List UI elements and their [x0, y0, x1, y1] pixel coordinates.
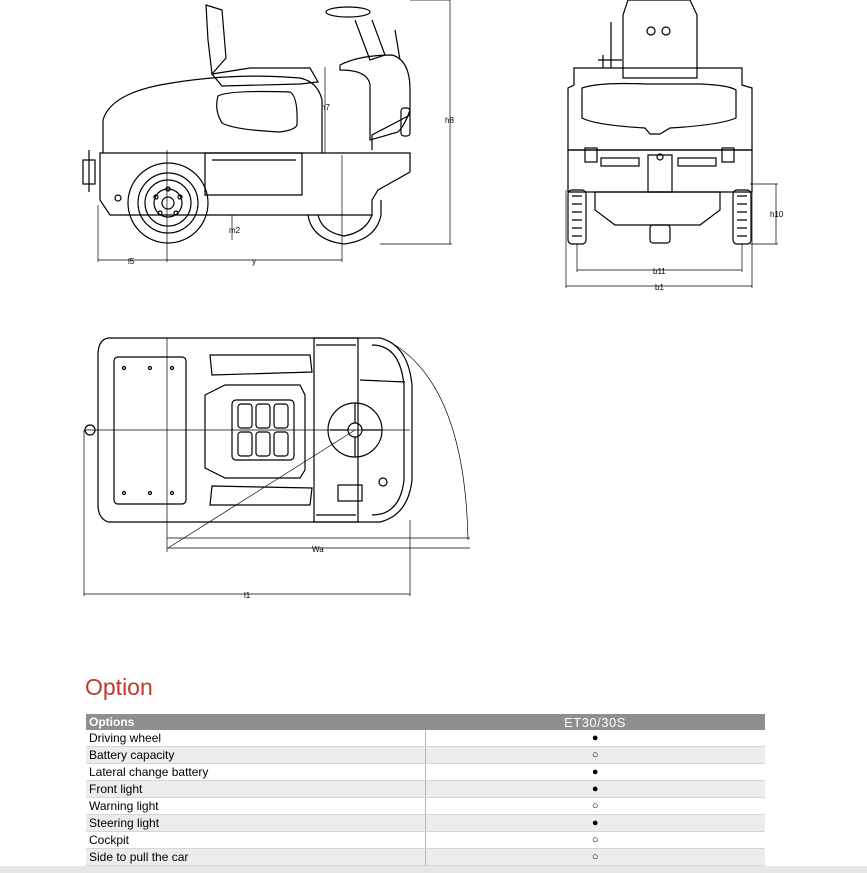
options-table-header: Options ET30/30S [86, 714, 765, 730]
table-row: Warning light ○ [86, 797, 765, 815]
side-view [82, 0, 452, 262]
dim-label-l1: l1 [244, 591, 251, 600]
option-name: Driving wheel [86, 730, 425, 747]
page-bottom-edge [0, 866, 867, 873]
option-value: ○ [424, 746, 765, 764]
option-name: Warning light [86, 797, 425, 815]
dim-label-h7: h7 [321, 103, 330, 112]
dim-label-h10: h10 [770, 210, 784, 219]
option-name: Battery capacity [86, 746, 425, 764]
section-title: Option [85, 674, 153, 700]
option-name: Steering light [86, 814, 425, 832]
option-value: ○ [424, 797, 765, 815]
option-value: ● [424, 730, 765, 747]
option-value: ○ [424, 848, 765, 866]
table-row: Steering light ● [86, 814, 765, 832]
option-value: ● [424, 780, 765, 798]
option-name: Cockpit [86, 831, 425, 849]
option-value: ● [424, 814, 765, 832]
table-row: Lateral change battery ● [86, 763, 765, 781]
table-row: Driving wheel ● [86, 730, 765, 747]
table-row: Side to pull the car ○ [86, 848, 765, 866]
option-value: ● [424, 763, 765, 781]
option-name: Side to pull the car [86, 848, 425, 866]
dim-label-y: y [252, 257, 256, 266]
dim-label-l5: l5 [128, 257, 135, 266]
dim-label-b1: b1 [655, 283, 664, 292]
options-table: Options ET30/30S Driving wheel ● Battery… [86, 714, 765, 866]
table-row: Front light ● [86, 780, 765, 798]
option-name: Front light [86, 780, 425, 798]
top-view [83, 337, 470, 596]
dim-label-m2: m2 [229, 226, 241, 235]
dim-label-b11: b11 [653, 267, 666, 276]
technical-drawing: h7 h8 m2 l5 y h10 b11 b1 Wa l1 [82, 0, 784, 600]
options-header-model: ET30/30S [425, 714, 765, 730]
dim-label-wa: Wa [312, 545, 324, 554]
dim-label-h8: h8 [445, 116, 454, 125]
option-name: Lateral change battery [86, 763, 425, 781]
rear-view [565, 0, 778, 288]
table-row: Cockpit ○ [86, 831, 765, 849]
options-header-label: Options [86, 714, 425, 730]
option-value: ○ [424, 831, 765, 849]
table-row: Battery capacity ○ [86, 746, 765, 764]
